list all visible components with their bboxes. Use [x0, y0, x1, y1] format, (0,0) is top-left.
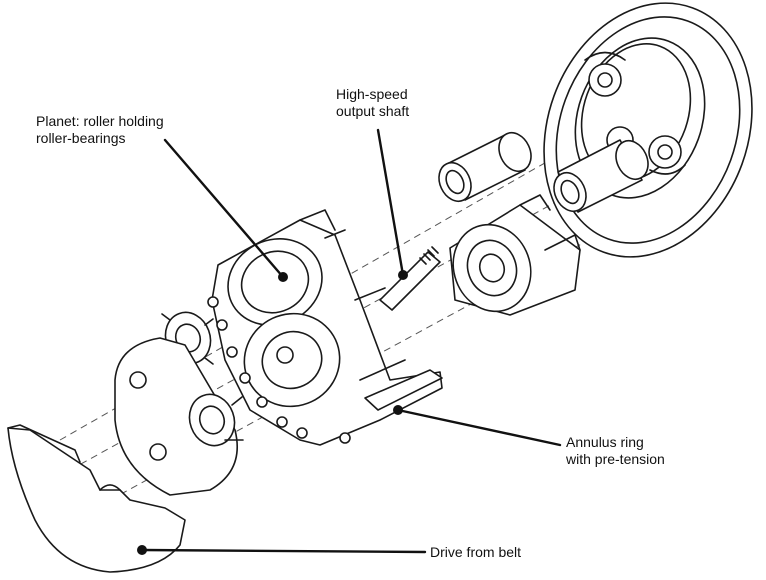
- sleeve-tube-right: [553, 139, 649, 213]
- carrier-plate: [114, 337, 244, 496]
- shaft-label-line1: High-speed: [336, 86, 408, 102]
- annulus-label-line2: with pre-tension: [566, 451, 665, 467]
- drive-pulley: [7, 424, 186, 573]
- drive-label: Drive from belt: [430, 544, 521, 561]
- leader-dots: [137, 270, 408, 555]
- shaft-label-line2: output shaft: [336, 103, 410, 119]
- planet-carrier: [207, 209, 443, 446]
- planet-label: Planet: roller holding roller-bearings: [36, 113, 164, 147]
- sleeve-tube-upper: [438, 131, 532, 203]
- leader-lines: [140, 128, 562, 554]
- drive-label-text: Drive from belt: [430, 544, 522, 560]
- planet-label-line2: roller-bearings: [36, 130, 126, 146]
- shaft-label: High-speed output shaft: [336, 86, 409, 120]
- output-shaft: [379, 246, 441, 311]
- planet-roller-small: [449, 194, 581, 316]
- annulus-label-line1: Annulus ring: [566, 434, 644, 450]
- annulus-ring: [364, 369, 443, 411]
- annulus-label: Annulus ring with pre-tension: [566, 434, 665, 468]
- planet-label-line1: Planet: roller holding: [36, 113, 164, 129]
